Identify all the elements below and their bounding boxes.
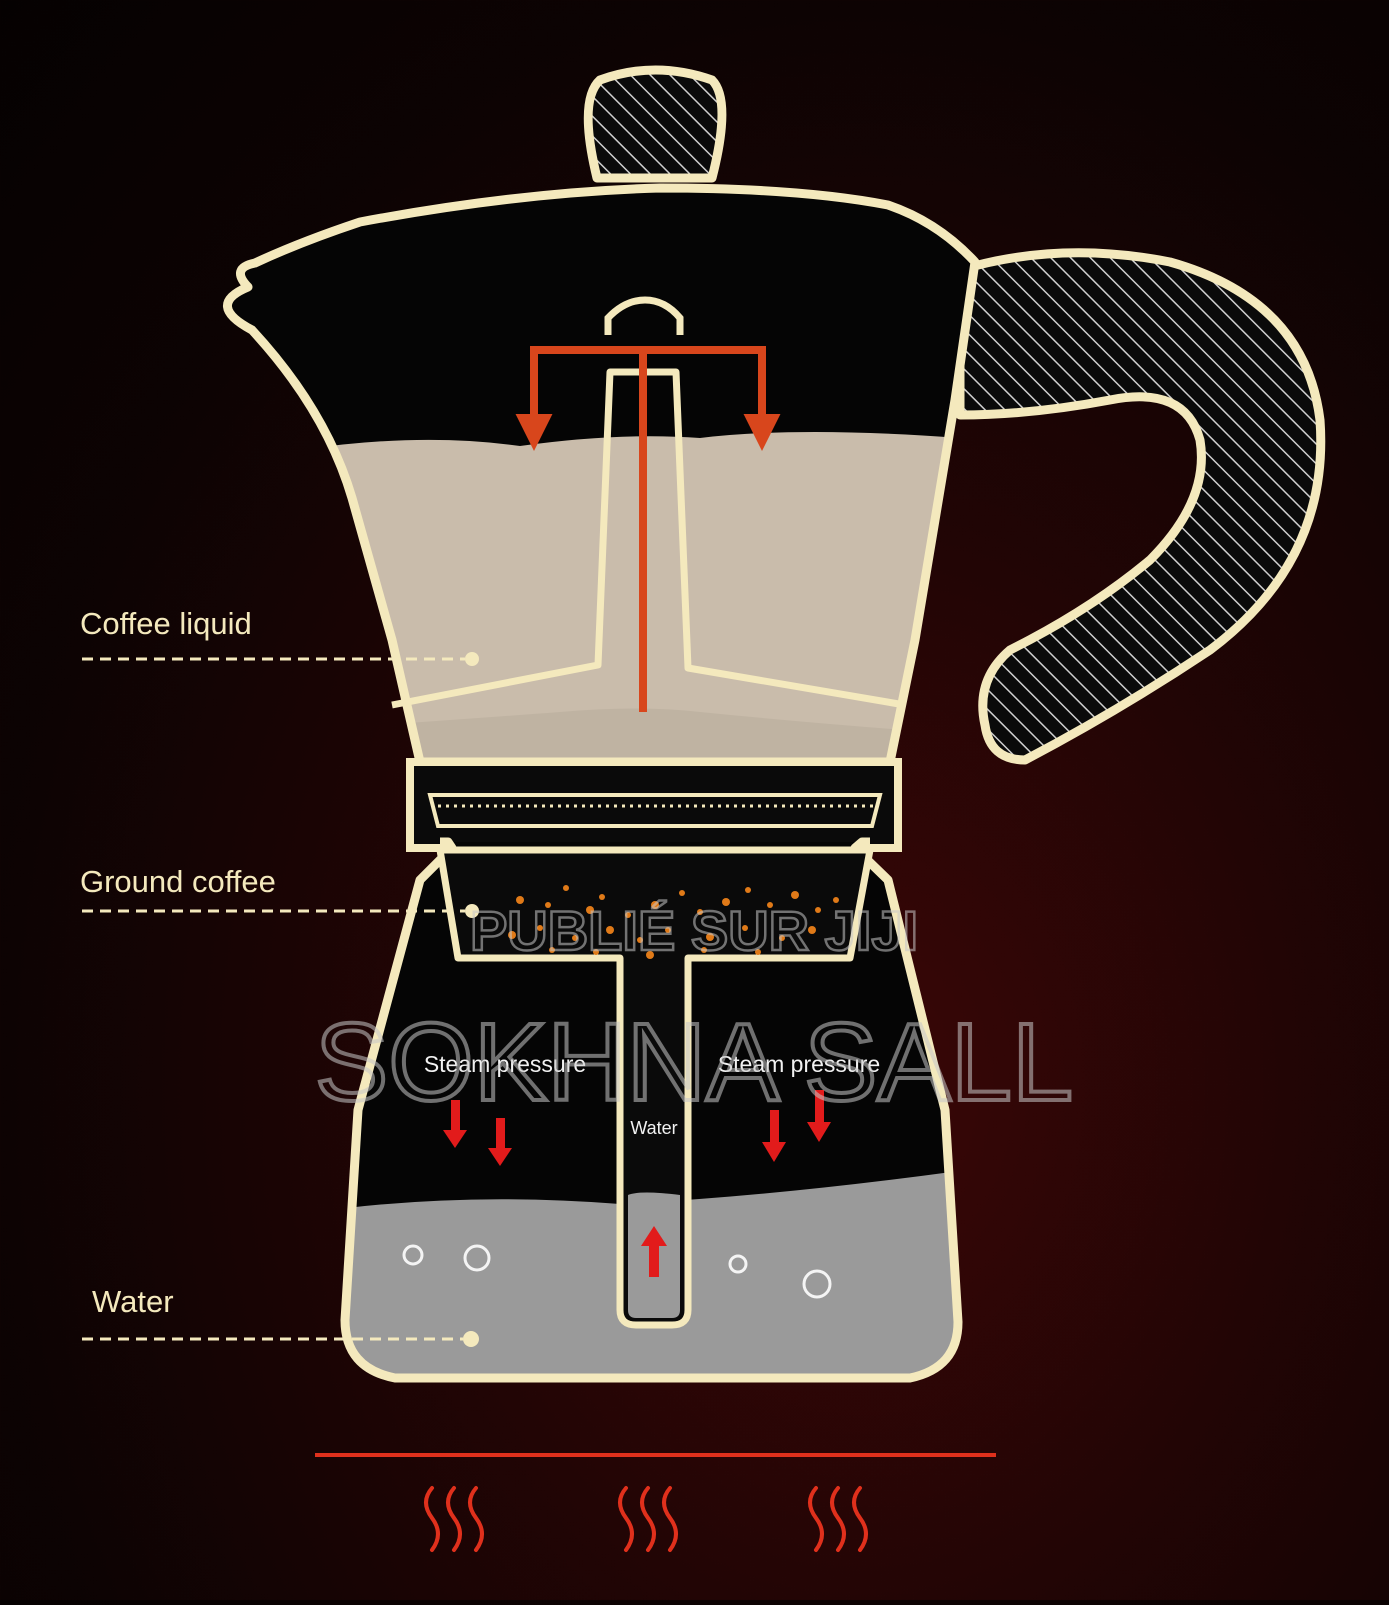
ground-particle [625, 912, 631, 918]
ground-particle [586, 906, 594, 914]
ground-particle [701, 947, 707, 953]
ground-particle [697, 909, 703, 915]
ground-particle [808, 926, 816, 934]
steam-pressure-left-label: Steam pressure [424, 1051, 586, 1077]
ground-particle [563, 885, 569, 891]
ground-particle [755, 949, 761, 955]
steam-pressure-arrows [443, 1090, 831, 1277]
ground-particle [745, 887, 751, 893]
water-label: Water [92, 1284, 174, 1319]
watermark-line-2: SOKHNA SALL [315, 1001, 1073, 1124]
heat-wave [808, 1486, 824, 1552]
ground-particle [815, 907, 821, 913]
coffee-flow-arrows [515, 346, 781, 712]
ground-particle [722, 898, 730, 906]
ground-particle [537, 925, 543, 931]
heat-wave [640, 1486, 656, 1552]
ground-particle [572, 935, 578, 941]
coffee-liquid-label: Coffee liquid [80, 606, 252, 641]
ground-particle [646, 951, 654, 959]
ground-particle [679, 890, 685, 896]
heat-wave [446, 1486, 462, 1552]
ground-particle [791, 891, 799, 899]
bubbles [402, 1244, 832, 1299]
watermark: PUBLIÉ SUR JIJI SOKHNA SALL [313, 898, 1075, 1126]
filter-ring [406, 758, 902, 852]
handle [955, 248, 1326, 765]
heat-wave [830, 1486, 846, 1552]
ground-particle [593, 949, 599, 955]
heat-wave [618, 1486, 634, 1552]
ground-particle [742, 925, 748, 931]
ground-particle [508, 931, 516, 939]
ground-particle [665, 927, 671, 933]
watermark-line-1: PUBLIÉ SUR JIJI [470, 899, 918, 962]
ground-particle [779, 935, 785, 941]
heat-wave [662, 1486, 678, 1552]
heat-waves [424, 1486, 868, 1552]
ground-particle [833, 897, 839, 903]
callout-ground-coffee: Ground coffee [80, 864, 479, 918]
ground-particle [516, 896, 524, 904]
upper-chamber [223, 183, 980, 767]
lid-knob [583, 65, 727, 183]
ground-particle [637, 937, 643, 943]
ground-coffee-particles [508, 885, 839, 959]
ground-particle [606, 926, 614, 934]
heat-wave [852, 1486, 868, 1552]
callout-water: Water [82, 1284, 479, 1347]
ground-particle [549, 947, 555, 953]
ground-particle [767, 902, 773, 908]
ground-particle [545, 902, 551, 908]
ground-particle [651, 901, 659, 909]
funnel-water-label: Water [630, 1118, 677, 1138]
steam-pressure-right-label: Steam pressure [718, 1051, 880, 1077]
ground-coffee-label: Ground coffee [80, 864, 276, 899]
callout-coffee-liquid: Coffee liquid [80, 606, 479, 666]
ground-particle [706, 933, 714, 941]
ground-particle [599, 894, 605, 900]
heat-source [315, 1453, 996, 1552]
heat-wave [424, 1486, 440, 1552]
heat-wave [468, 1486, 484, 1552]
